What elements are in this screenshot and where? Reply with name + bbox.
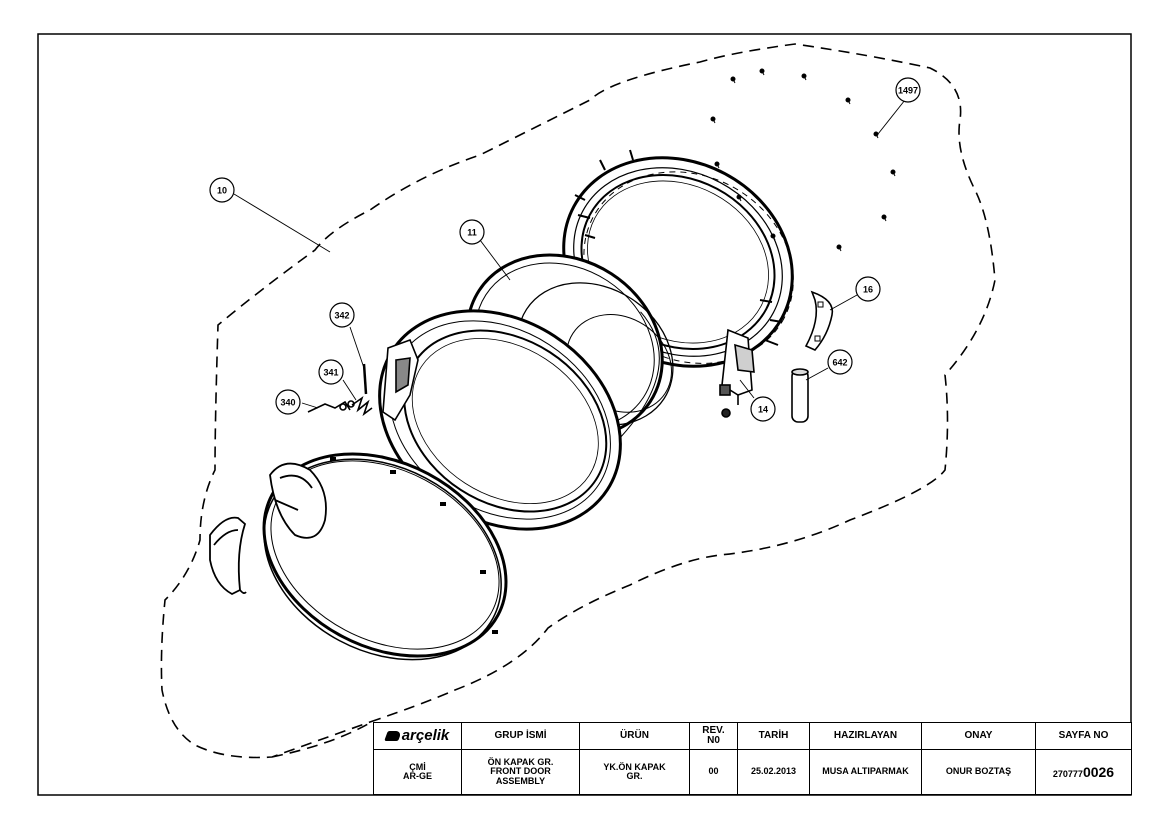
header-approval: ONAY xyxy=(921,722,1036,750)
callout-1497: 1497 xyxy=(895,77,921,103)
group-name-line3: ASSEMBLY xyxy=(495,775,546,786)
callout-11: 11 xyxy=(459,219,485,245)
group-name-line2: FRONT DOOR xyxy=(490,766,551,777)
department-line1: ÇMİ xyxy=(409,761,426,772)
title-block: arçelik GRUP İSMİ ÜRÜN REV. N0 TARİH HAZ… xyxy=(373,722,1132,795)
svg-text:16: 16 xyxy=(863,285,873,295)
callout-642: 642 xyxy=(827,349,853,375)
svg-text:642: 642 xyxy=(832,358,847,368)
header-rev-no-line2: N0 xyxy=(707,735,720,746)
hinge-pin xyxy=(791,368,809,423)
callout-341: 341 xyxy=(318,359,344,385)
header-rev-no: REV. N0 xyxy=(689,722,738,750)
leader-lines xyxy=(233,99,906,409)
door-handle xyxy=(209,516,247,596)
svg-text:341: 341 xyxy=(323,368,338,378)
svg-text:14: 14 xyxy=(758,405,768,415)
callout-14: 14 xyxy=(750,396,776,422)
product-value: YK.ÖN KAPAK GR. xyxy=(579,749,690,795)
callout-10: 10 xyxy=(209,177,235,203)
cover-tabs xyxy=(330,457,498,634)
group-name-value: ÖN KAPAK GR. FRONT DOOR ASSEMBLY xyxy=(461,749,580,795)
svg-text:11: 11 xyxy=(467,228,477,238)
ring-latch-housing xyxy=(382,338,419,422)
door-hinge xyxy=(719,328,755,418)
date-value: 25.02.2013 xyxy=(737,749,810,795)
group-name-line1: ÖN KAPAK GR. xyxy=(487,756,554,767)
department-line2: AR-GE xyxy=(403,771,432,781)
page-no-value: 2707770026 xyxy=(1035,749,1132,795)
logo-text: arçelik xyxy=(401,727,450,745)
svg-text:1497: 1497 xyxy=(898,86,918,96)
page-no-prefix: 270777 xyxy=(1052,768,1083,779)
hinge-cover-plate xyxy=(804,290,834,351)
door-handle-recess xyxy=(269,462,327,539)
header-product: ÜRÜN xyxy=(579,722,690,750)
department-cell: ÇMİ AR-GE xyxy=(373,749,462,795)
product-line2: GR. xyxy=(626,771,643,781)
header-rev-no-line1: REV. xyxy=(702,724,725,736)
header-prepared-by: HAZIRLAYAN xyxy=(809,722,922,750)
frame-ribs xyxy=(574,149,783,346)
drawing-frame xyxy=(37,33,1132,796)
screw-set xyxy=(710,68,896,252)
svg-text:10: 10 xyxy=(217,186,227,196)
svg-text:342: 342 xyxy=(334,311,349,321)
rev-no-value: 00 xyxy=(689,749,738,795)
page-no-suffix: 0026 xyxy=(1082,763,1115,780)
callout-340: 340 xyxy=(275,389,301,415)
product-line1: YK.ÖN KAPAK xyxy=(603,761,666,772)
company-logo: arçelik xyxy=(373,722,462,750)
callout-342: 342 xyxy=(329,302,355,328)
header-page-no: SAYFA NO xyxy=(1035,722,1132,750)
header-date: TARİH xyxy=(737,722,810,750)
prepared-by-value: MUSA ALTIPARMAK xyxy=(809,749,922,795)
assembly-boundary xyxy=(160,43,996,759)
svg-text:340: 340 xyxy=(280,398,295,408)
arcelik-logo-icon xyxy=(383,731,402,742)
latch-spring-parts xyxy=(307,363,373,417)
header-group-name: GRUP İSMİ xyxy=(461,722,580,750)
approval-value: ONUR BOZTAŞ xyxy=(921,749,1036,795)
callout-16: 16 xyxy=(855,276,881,302)
